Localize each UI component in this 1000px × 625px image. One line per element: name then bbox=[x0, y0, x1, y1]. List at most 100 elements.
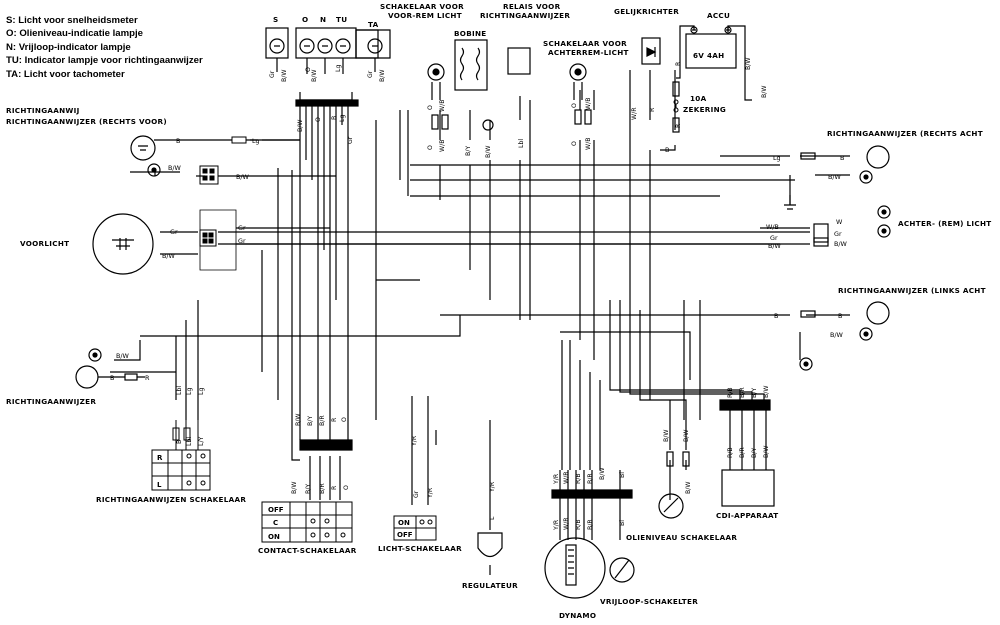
indicator-cluster bbox=[265, 27, 391, 74]
light-switch bbox=[393, 515, 437, 541]
flasher-relay-label-2: RICHTINGAANWIJZER bbox=[480, 11, 570, 20]
battery-label: ACCU bbox=[707, 11, 730, 20]
wire-code: Y/R bbox=[427, 487, 434, 499]
wire-code: B/W bbox=[236, 173, 250, 181]
regulator-label: REGULATEUR bbox=[462, 581, 518, 590]
indicator-lamp-tu bbox=[335, 38, 351, 54]
wire-codes: Gr B/W O B/W Lg Gr B/W B/W O B Lg Gr O W… bbox=[110, 58, 848, 531]
wire-harness bbox=[110, 70, 850, 540]
wire-code: Gr bbox=[413, 490, 420, 498]
wire-code: W bbox=[836, 218, 843, 226]
turn-lamp-rear-right bbox=[784, 145, 890, 210]
turn-front-label-1: RICHTINGAANWIJ bbox=[6, 106, 80, 115]
indicator-label-tu: TU bbox=[336, 15, 347, 24]
wire-code: R/B bbox=[575, 519, 582, 530]
wire-code: Lbl bbox=[518, 139, 525, 148]
fuse bbox=[673, 99, 679, 113]
wire-code: B/R bbox=[319, 415, 326, 426]
legend-line-speedometer: S: Licht voor snelheidsmeter bbox=[6, 15, 138, 26]
wire-code: W/R bbox=[563, 517, 570, 530]
wire-code: B/Y bbox=[307, 416, 314, 426]
wire-code: Y/R bbox=[411, 435, 418, 447]
front-brake-switch-label-1: SCHAKELAAR VOOR bbox=[380, 2, 464, 11]
wire-code: B bbox=[331, 116, 338, 120]
wire-code: B/W bbox=[116, 352, 130, 360]
turn-rear-right-label: RICHTINGAANWIJZER (RECHTS ACHT bbox=[827, 129, 983, 138]
wire-code: B/W bbox=[162, 252, 176, 260]
rear-brake-switch-label-2: ACHTERREM-LICHT bbox=[548, 48, 629, 57]
wire-code: Lg bbox=[198, 388, 205, 395]
turn-switch-label: RICHTINGAANWIJZEN SCHAKELAAR bbox=[96, 495, 246, 504]
wire-code: Gr bbox=[367, 70, 374, 78]
wire-code: B/R bbox=[587, 519, 594, 530]
wire-code: O bbox=[427, 145, 434, 150]
turn-lamp-front-right bbox=[130, 135, 161, 177]
wire-code: Gr bbox=[269, 70, 276, 78]
wire-code: B/W bbox=[763, 386, 770, 398]
wire-code: Gr bbox=[170, 228, 178, 236]
front-brake-switch-label-2: VOOR-REM LICHT bbox=[388, 11, 462, 20]
front-brake-switch bbox=[427, 63, 449, 130]
indicator-lamp-o bbox=[299, 38, 315, 54]
contact-c: C bbox=[273, 519, 278, 527]
wire-code: Lbl bbox=[186, 437, 193, 446]
dynamo bbox=[544, 537, 606, 599]
wire-code: B/W bbox=[834, 240, 848, 248]
wire-code: O bbox=[343, 485, 350, 490]
coil-label: BOBINE bbox=[454, 29, 486, 38]
indicator-label-n: N bbox=[320, 15, 326, 24]
neutral-switch bbox=[609, 557, 635, 583]
indicator-label-s: S bbox=[273, 15, 278, 24]
ignition-coil bbox=[454, 39, 494, 131]
wire-code: B/W bbox=[295, 414, 302, 426]
contact-switch bbox=[261, 501, 353, 543]
wire-code: Gr bbox=[347, 136, 354, 144]
wire-code: B/W bbox=[485, 146, 492, 158]
wire-code: B/W bbox=[830, 331, 844, 339]
wire-code: L/Y bbox=[198, 436, 205, 446]
regulator bbox=[477, 532, 503, 575]
battery-spec: 6V 4AH bbox=[693, 51, 724, 60]
wire-code: Y/R bbox=[553, 473, 560, 485]
wire-code: B bbox=[774, 312, 778, 320]
indicator-label-ta: TA bbox=[368, 20, 379, 29]
fuse-label-1: 10A bbox=[690, 94, 707, 103]
wire-code: B/R bbox=[739, 387, 746, 398]
wire-code: Lg bbox=[252, 137, 260, 145]
wire-code: Bl bbox=[619, 472, 626, 478]
wire-code: Gr bbox=[238, 224, 246, 232]
light-switch-label: LICHT-SCHAKELAAR bbox=[378, 544, 462, 553]
wire-code: B/R bbox=[739, 447, 746, 458]
wire-code: R bbox=[331, 485, 338, 490]
wire-code: Lg bbox=[335, 65, 342, 72]
light-switch-on: ON bbox=[398, 519, 410, 527]
legend-line-oil: O: Olieniveau-indicatie lampje bbox=[6, 28, 144, 40]
legend-line-tachometer: TA: Licht voor tachometer bbox=[6, 68, 125, 80]
headlight-label: VOORLICHT bbox=[20, 239, 69, 248]
wire-code: B/W bbox=[599, 468, 606, 480]
cdi-label: CDI-APPARAAT bbox=[716, 511, 779, 520]
wire-code: R bbox=[649, 107, 656, 112]
light-switch-off: OFF bbox=[397, 531, 413, 539]
wire-code: B/W bbox=[768, 242, 782, 250]
wire-code: B/W bbox=[828, 173, 842, 181]
wire-code: R bbox=[331, 417, 338, 422]
wire-code: B/W bbox=[297, 120, 304, 132]
wire-code: R bbox=[675, 61, 682, 66]
wire-code: B/W bbox=[379, 70, 386, 82]
dynamo-label: DYNAMO bbox=[559, 611, 596, 620]
turn-switch-r: R bbox=[157, 454, 163, 462]
headlight-connector bbox=[199, 229, 217, 247]
flasher-relay-label-1: RELAIS VOOR bbox=[503, 2, 561, 11]
wire-code: B bbox=[110, 374, 114, 382]
turn-front-label-2: RICHTINGAANWIJZER (RECHTS VOOR) bbox=[6, 117, 167, 126]
wire-code: B bbox=[176, 137, 180, 145]
wire-code: B bbox=[840, 154, 844, 162]
wire-code: B/R bbox=[319, 483, 326, 494]
wire-code: W/R bbox=[631, 107, 638, 120]
front-turn-connector bbox=[199, 165, 219, 185]
contact-switch-label: CONTACT-SCHAKELAAR bbox=[258, 546, 357, 555]
tail-light-label: ACHTER- (REM) LICHT bbox=[898, 219, 992, 228]
wire-code: B/W bbox=[763, 446, 770, 458]
